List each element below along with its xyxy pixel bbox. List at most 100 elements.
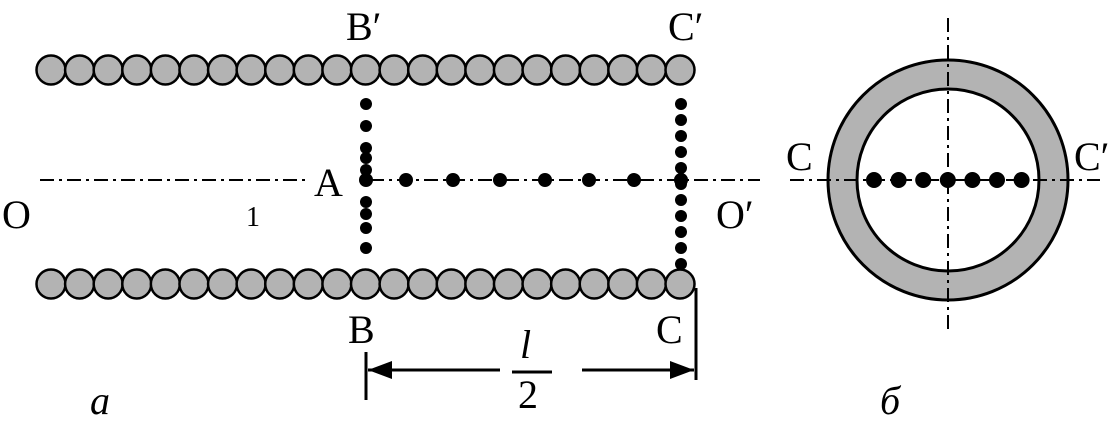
dotted-path-c-cprime <box>675 98 687 270</box>
dot <box>582 173 596 187</box>
dot <box>675 114 687 126</box>
wire-circle <box>263 268 296 300</box>
dot <box>360 120 372 132</box>
wire-circle <box>578 54 610 86</box>
wire-circle <box>235 54 267 86</box>
wire-circle <box>635 268 668 300</box>
label-c-prime-top: C′ <box>668 4 703 49</box>
top-winding-row <box>35 54 696 86</box>
dot <box>360 164 372 176</box>
wire-circle <box>321 54 353 86</box>
label-b-bottom: B <box>348 307 375 352</box>
dot <box>675 162 687 174</box>
label-o-prime: O′ <box>716 192 754 237</box>
dot <box>674 173 688 187</box>
wire-circle <box>63 54 96 86</box>
dot <box>1013 172 1030 188</box>
dot <box>964 172 981 188</box>
label-c-bottom: C <box>656 307 683 352</box>
label-two: 2 <box>518 372 538 417</box>
wire-circle <box>63 268 96 300</box>
wire-circle <box>607 268 639 300</box>
label-panel-a: а <box>90 378 110 422</box>
wire-circle <box>321 268 353 300</box>
wire-circle <box>35 268 67 300</box>
dot <box>989 172 1005 188</box>
wire-circle <box>92 268 124 300</box>
wire-circle <box>292 268 325 300</box>
wire-circle <box>206 54 239 86</box>
dot <box>360 98 372 110</box>
wire-circle <box>607 54 639 86</box>
dot <box>675 226 687 238</box>
wire-circle <box>121 268 153 300</box>
wire-circle <box>578 268 610 300</box>
dot <box>915 172 932 188</box>
dot <box>675 130 687 142</box>
dot <box>360 152 372 164</box>
dot <box>866 172 882 188</box>
wire-circle <box>521 54 553 86</box>
dimension-arrow-left <box>368 361 392 379</box>
dot <box>675 258 687 270</box>
wire-circle <box>92 54 124 86</box>
wire-circle <box>406 54 439 86</box>
wire-circle <box>292 54 325 86</box>
wire-circle <box>521 268 553 300</box>
wire-circle <box>35 54 67 86</box>
wire-circle <box>121 54 153 86</box>
dot <box>939 172 956 188</box>
wire-circle <box>635 54 668 86</box>
dot <box>675 98 687 110</box>
wire-circle <box>149 268 182 300</box>
wire-circle <box>664 54 696 86</box>
wire-circle <box>549 268 582 300</box>
dot <box>359 173 373 187</box>
label-a: A <box>314 160 343 205</box>
wire-circle <box>406 268 439 300</box>
dot <box>675 146 687 158</box>
label-b-prime: B′ <box>346 4 381 49</box>
wire-circle <box>492 268 525 300</box>
label-o-left: O <box>2 192 31 237</box>
wire-circle <box>435 54 468 86</box>
bottom-winding-row <box>35 268 696 300</box>
label-l: l <box>520 322 531 367</box>
dimension-arrow-right <box>670 361 694 379</box>
wire-circle <box>263 54 296 86</box>
wire-circle <box>664 268 696 300</box>
wire-circle <box>206 268 239 300</box>
wire-circle <box>235 268 267 300</box>
wire-circle <box>464 54 496 86</box>
dot <box>627 173 641 187</box>
dot <box>360 208 372 220</box>
wire-circle <box>149 54 182 86</box>
label-one: 1 <box>246 202 260 233</box>
wire-circle <box>435 268 468 300</box>
wire-circle <box>464 268 496 300</box>
label-c-ring: C <box>786 134 813 179</box>
wire-circle <box>178 54 210 86</box>
dot <box>675 194 687 206</box>
label-panel-b: б <box>880 378 902 422</box>
dot <box>360 222 372 234</box>
dot <box>538 173 552 187</box>
wire-circle <box>178 268 210 300</box>
dot <box>399 173 413 187</box>
wire-circle <box>549 54 582 86</box>
dotted-path-axis <box>359 173 688 187</box>
dot <box>360 142 372 154</box>
dot <box>446 173 460 187</box>
wire-circle <box>378 268 410 300</box>
wire-circle <box>378 54 410 86</box>
dot <box>675 242 687 254</box>
wire-circle <box>349 268 382 300</box>
dot <box>360 196 372 208</box>
dot <box>890 172 907 188</box>
wire-circle <box>492 54 525 86</box>
dot <box>675 210 687 222</box>
ring-dotted-diameter <box>866 172 1030 188</box>
dot <box>360 242 372 254</box>
label-c-prime-ring: C′ <box>1074 134 1109 179</box>
